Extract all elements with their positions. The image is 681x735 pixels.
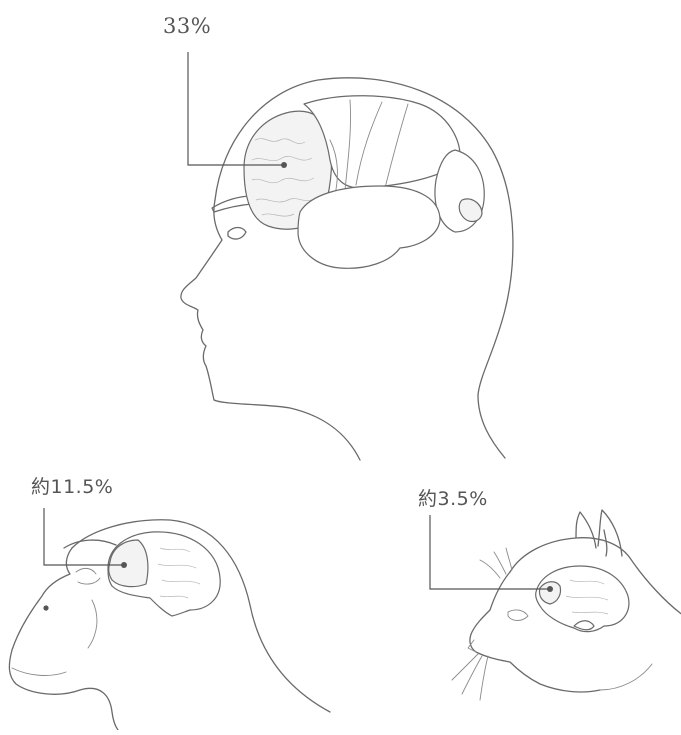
cat-leader-line xyxy=(430,515,550,589)
cat-brain xyxy=(536,566,629,632)
cat-whiskers xyxy=(452,548,512,700)
monkey-face-profile xyxy=(9,548,118,730)
cat-eye xyxy=(508,610,528,621)
monkey-brow xyxy=(64,540,116,548)
monkey-leader-dot xyxy=(121,562,127,568)
cat-percentage-label: 約3.5% xyxy=(418,490,488,509)
human-brain xyxy=(244,96,484,269)
human-percentage-label: 33% xyxy=(163,16,211,37)
monkey-percentage-label: 約11.5% xyxy=(31,478,113,497)
cat-ear-front xyxy=(576,512,596,548)
cat-ear-back xyxy=(598,510,622,556)
cat-nose xyxy=(468,640,476,652)
human-eye xyxy=(228,228,246,240)
monkey-cheek xyxy=(88,600,97,648)
monkey-brain xyxy=(108,532,220,616)
monkey-mouth xyxy=(12,668,66,675)
human-leader-dot xyxy=(281,162,287,168)
monkey-eye xyxy=(76,568,100,584)
human-brow xyxy=(212,196,252,212)
monkey-frontal-lobe xyxy=(109,540,148,587)
cat-leader xyxy=(430,515,553,592)
human-temporal-lobe xyxy=(298,186,440,268)
monkey-nostril xyxy=(43,605,48,610)
cat-leader-dot xyxy=(547,586,553,592)
cat-neck xyxy=(600,664,652,690)
